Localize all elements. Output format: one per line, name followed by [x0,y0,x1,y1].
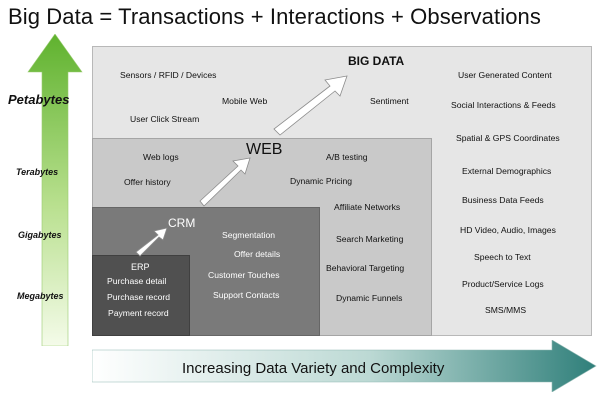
erp-item: Purchase detail [107,276,167,286]
volume-arrow [27,34,83,346]
crm-item: Customer Touches [208,270,280,280]
big-data-item: Spatial & GPS Coordinates [456,133,560,143]
big-data-item: Business Data Feeds [462,195,544,205]
arrow-web-to-bigdata [273,75,348,136]
big-data-item: Sensors / RFID / Devices [120,70,217,80]
erp-box [92,255,190,336]
erp-title: ERP [131,262,150,272]
web-item: Dynamic Pricing [290,176,353,186]
variety-arrow [92,340,597,392]
volume-label-megabytes: Megabytes [17,291,64,301]
crm-item: Support Contacts [213,290,280,300]
big-data-item: Sentiment [370,96,409,106]
web-item: Affiliate Networks [334,202,401,212]
web-item: Search Marketing [336,234,404,244]
big-data-title: BIG DATA [348,54,405,68]
big-data-item: User Click Stream [130,114,200,124]
big-data-item: HD Video, Audio, Images [460,225,556,235]
volume-label-gigabytes: Gigabytes [18,230,62,240]
web-item: Offer history [124,177,171,187]
web-item: Dynamic Funnels [336,293,403,303]
crm-item: Segmentation [222,230,276,240]
crm-item: Offer details [234,249,281,259]
web-item: A/B testing [326,152,368,162]
variety-label: Increasing Data Variety and Complexity [182,360,445,377]
web-item: Behavioral Targeting [326,263,405,273]
arrow-crm-to-web [199,157,251,207]
arrow-erp-to-crm [135,227,168,257]
big-data-item: User Generated Content [458,70,552,80]
volume-label-terabytes: Terabytes [16,167,59,177]
web-title: WEB [246,141,283,158]
volume-label-petabytes: Petabytes [8,92,70,107]
erp-item: Payment record [108,308,169,318]
big-data-item: SMS/MMS [485,305,527,315]
big-data-item: Speech to Text [474,252,531,262]
big-data-item: External Demographics [462,166,552,176]
page-title: Big Data = Transactions + Interactions +… [8,4,541,29]
big-data-item: Product/Service Logs [462,279,544,289]
web-item: Web logs [143,152,179,162]
erp-item: Purchase record [107,292,171,302]
crm-title: CRM [168,216,196,230]
big-data-item: Social Interactions & Feeds [451,100,556,110]
big-data-item: Mobile Web [222,96,268,106]
